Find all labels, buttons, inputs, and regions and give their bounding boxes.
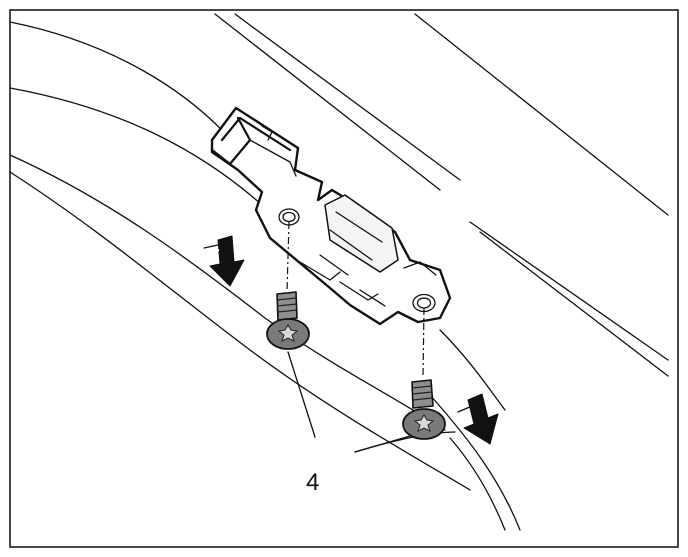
torx-screw-icon <box>402 379 446 440</box>
body-panel-contours <box>9 13 669 531</box>
sensor-bracket <box>210 106 452 326</box>
alignment-line-right <box>422 307 425 379</box>
diagram-frame <box>9 9 679 548</box>
torx-screw-icon <box>266 291 310 350</box>
alignment-line-left <box>286 221 290 293</box>
callout-leader-lines <box>287 351 411 453</box>
down-arrow-icon <box>203 235 245 287</box>
callout-label-4: 4 <box>306 469 319 496</box>
down-arrow-icon <box>457 393 499 445</box>
